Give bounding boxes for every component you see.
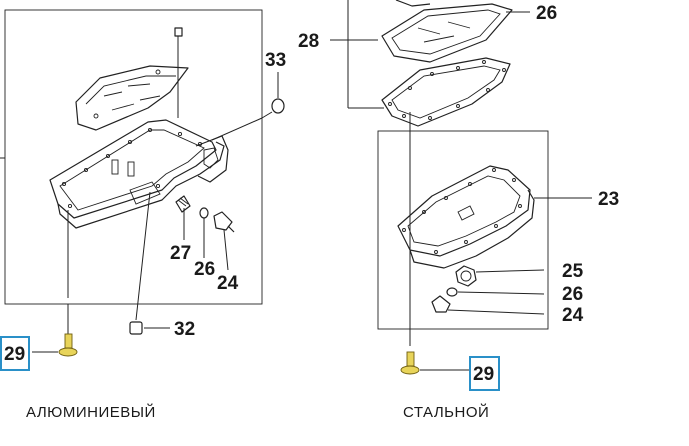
- left-panel-frame: [4, 9, 263, 305]
- callout-26-right[interactable]: 26: [562, 284, 583, 305]
- callout-29-right-box: [469, 356, 500, 391]
- aluminium-oil-pan: [49, 119, 229, 229]
- drain-plug-assembly: [175, 195, 235, 233]
- right-bolt-29: [400, 351, 470, 375]
- oil-pan-gasket: [381, 57, 511, 127]
- leader-28-bracket: [330, 0, 384, 109]
- callout-23[interactable]: 23: [598, 189, 619, 210]
- callout-27[interactable]: 27: [170, 243, 191, 264]
- steel-oil-pan: [397, 165, 535, 269]
- callout-29-left[interactable]: 29: [4, 344, 25, 365]
- caption-steel: СТАЛЬНОЙ: [403, 403, 489, 421]
- left-leader-33-outer: [261, 111, 273, 119]
- caption-aluminium: АЛЮМИНИЕВЫЙ: [26, 403, 156, 421]
- callout-29-right[interactable]: 29: [473, 364, 494, 385]
- part-32-clip: [129, 321, 170, 335]
- right-inner-frame: [377, 130, 549, 330]
- callout-28[interactable]: 28: [298, 31, 319, 52]
- callout-26-top[interactable]: 26: [536, 3, 557, 24]
- steel-baffle-plate: [381, 0, 530, 63]
- baffle-bolt: [174, 27, 183, 118]
- callout-29-left-box: [0, 336, 30, 371]
- left-panel: 33 27 26 24 32 29 АЛЮМИНИЕВЫЙ: [0, 9, 286, 421]
- callout-24-left[interactable]: 24: [217, 273, 239, 294]
- baffle-plate: [75, 65, 189, 131]
- part-33-plug: [271, 72, 285, 114]
- callout-25[interactable]: 25: [562, 261, 584, 282]
- leader-32: [135, 191, 151, 321]
- steel-drain-parts: [431, 265, 545, 315]
- left-leader-33-inner: [211, 117, 263, 141]
- right-panel: 26 28 23 25 26 24 29 СТАЛЬНОЙ: [298, 0, 619, 421]
- callout-33[interactable]: 33: [265, 50, 286, 71]
- callout-24-right[interactable]: 24: [562, 305, 584, 326]
- callout-32[interactable]: 32: [174, 319, 195, 340]
- left-bolt-29: [32, 304, 78, 357]
- callout-26-left[interactable]: 26: [194, 259, 215, 280]
- leader-24-left: [223, 229, 229, 271]
